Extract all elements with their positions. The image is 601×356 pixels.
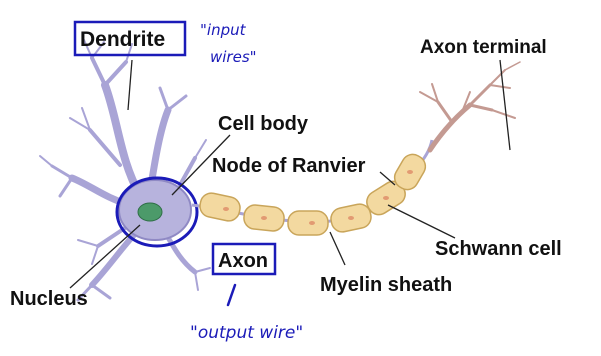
output-wire-annotation: "output wire" — [190, 323, 303, 343]
myelin-sheath-label: Myelin sheath — [320, 274, 452, 296]
input-wires-line2: wires" — [210, 48, 257, 66]
axon-label: Axon — [218, 250, 268, 272]
node-of-ranvier-label: Node of Ranvier — [212, 155, 366, 177]
nucleus-label: Nucleus — [10, 288, 88, 310]
axon-terminal-label: Axon terminal — [420, 37, 547, 58]
dendrites — [40, 40, 210, 300]
schwann-cell-label: Schwann cell — [435, 238, 562, 260]
output-wire-tick — [228, 285, 235, 305]
cell-body-label: Cell body — [218, 113, 309, 135]
dendrite-label: Dendrite — [80, 28, 165, 51]
nucleus-shape — [138, 203, 162, 221]
input-wires-line1: "input — [200, 21, 247, 39]
